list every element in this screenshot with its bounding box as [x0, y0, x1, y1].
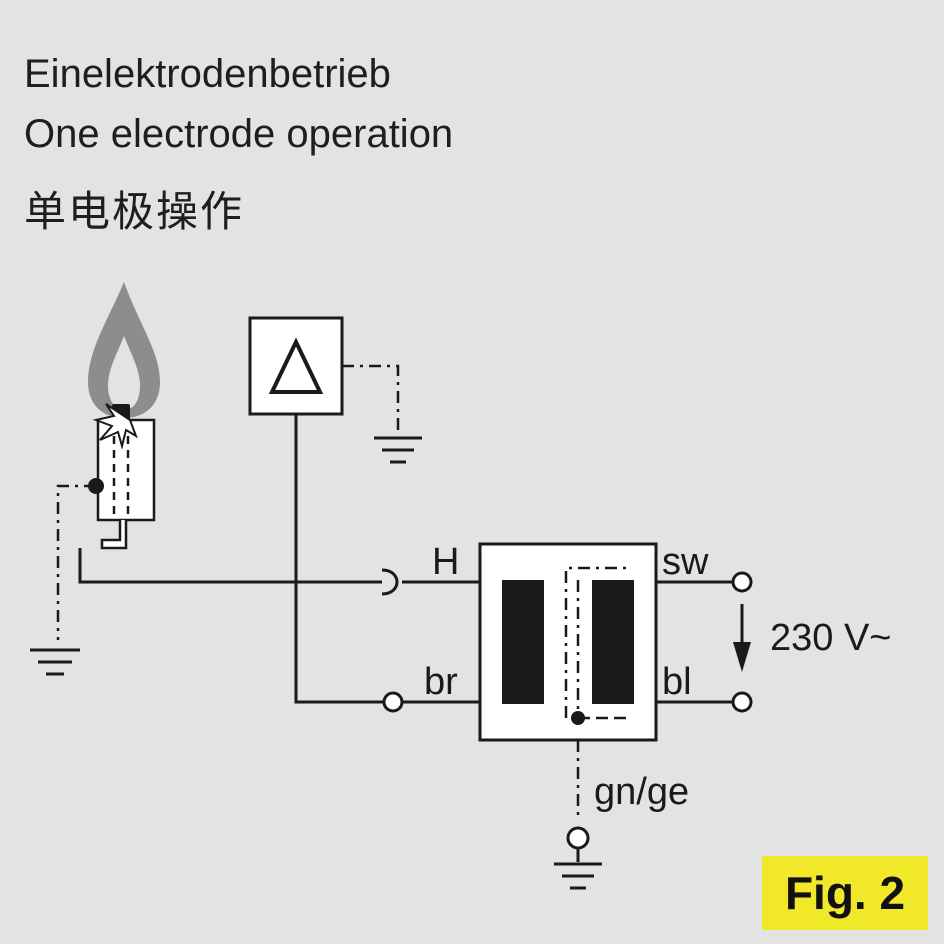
wire-device-br [294, 414, 384, 704]
terminal-sw [731, 571, 753, 593]
flame-icon [88, 282, 160, 418]
ground-symbol-top [374, 436, 422, 464]
ground-symbol-bottom [554, 826, 602, 890]
voltage-arrow-icon [733, 604, 751, 672]
connector-h [381, 568, 399, 596]
transformer [402, 542, 732, 742]
terminal-br [382, 691, 404, 713]
spark-icon [92, 403, 138, 450]
title-german: Einelektrodenbetrieb [24, 52, 391, 96]
earth-connection-electrode [56, 484, 96, 640]
label-voltage: 230 V~ [770, 617, 892, 659]
terminal-bl [731, 691, 753, 713]
ground-symbol-left [30, 648, 80, 676]
title-chinese: 单电极操作 [24, 187, 245, 236]
ignition-device-box [248, 316, 344, 416]
label-gnge: gn/ge [594, 771, 689, 813]
earth-connection-device [342, 364, 400, 434]
wire-electrode-h [78, 548, 382, 584]
triangle-icon [268, 337, 324, 394]
figure-badge: Fig. 2 [762, 856, 928, 930]
title-english: One electrode operation [24, 112, 454, 156]
label-sw: sw [662, 541, 709, 583]
label-bl: bl [662, 661, 692, 703]
label-h: H [432, 541, 459, 583]
label-br: br [424, 661, 458, 703]
